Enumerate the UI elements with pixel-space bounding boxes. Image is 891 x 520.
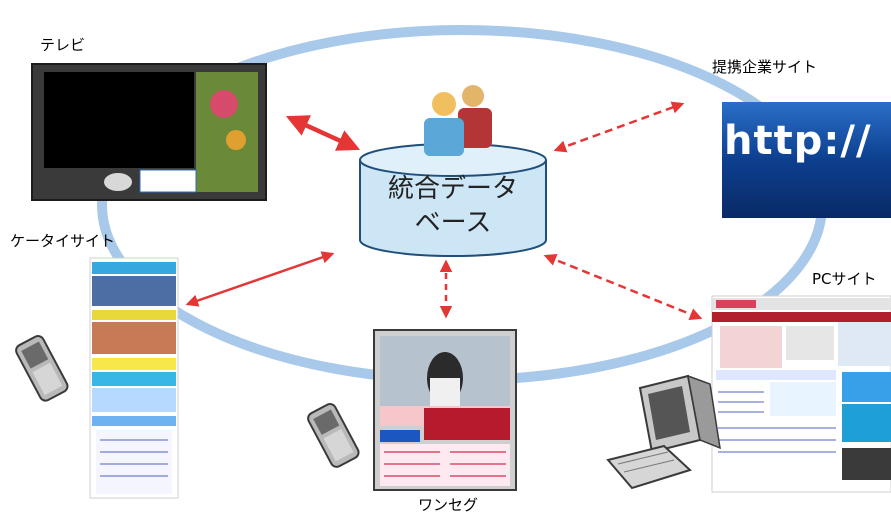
pc-site-label: PCサイト (812, 270, 877, 288)
database-label: 統合データ ベース (358, 172, 548, 240)
tv-label: テレビ (40, 36, 86, 54)
database-label-line2: ベース (414, 208, 492, 238)
pc-site-page (711, 295, 891, 493)
partner-site-label: 提携企業サイト (712, 58, 818, 76)
oneseg-label: ワンセグ (418, 496, 479, 514)
mobile-site-page (89, 257, 179, 499)
tv-screen (31, 63, 267, 201)
mobile-db-arrow (185, 251, 335, 307)
users-icon (424, 85, 492, 156)
http-text: http:// (724, 118, 872, 164)
mobile-site-label: ケータイサイト (10, 232, 116, 250)
database-cylinder (359, 143, 547, 257)
pc-db-arrow (543, 253, 703, 321)
pc-computer-icon (606, 374, 721, 490)
partner-site-screen (722, 102, 891, 218)
oneseg-phone-icon (307, 403, 360, 468)
mobile-phone-icon (15, 335, 69, 402)
oneseg-screen (373, 329, 517, 491)
tv-db-arrow (285, 115, 361, 151)
partner-db-arrow (553, 101, 685, 153)
database-label-line1: 統合データ (387, 174, 518, 204)
